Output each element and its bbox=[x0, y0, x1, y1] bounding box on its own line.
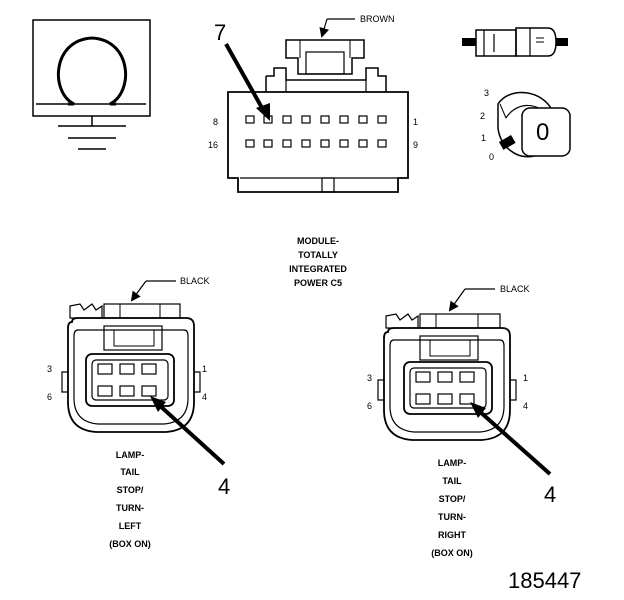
ignition-position-label: 0 bbox=[489, 152, 494, 162]
svg-text:LEFT: LEFT bbox=[119, 521, 142, 531]
right-connector-pin-label: 4 bbox=[523, 401, 528, 411]
svg-text:POWER C5: POWER C5 bbox=[294, 278, 342, 288]
ignition-position-label: 3 bbox=[484, 88, 489, 98]
terminal-plug-icon bbox=[462, 27, 568, 57]
left-connector-pin-label: 4 bbox=[202, 392, 207, 402]
ground-symbol-icon bbox=[32, 19, 151, 150]
right-connector-wire-color: BLACK bbox=[500, 284, 530, 294]
module-pin-label-bottom-right: 9 bbox=[413, 140, 418, 150]
left-connector-pin-label: 6 bbox=[47, 392, 52, 402]
svg-text:TOTALLY: TOTALLY bbox=[298, 250, 338, 260]
svg-text:(BOX ON): (BOX ON) bbox=[109, 539, 151, 549]
module-pin-label-bottom-left: 16 bbox=[208, 140, 218, 150]
svg-text:MODULE-: MODULE- bbox=[297, 236, 339, 246]
left-callout-arrow bbox=[156, 402, 226, 466]
right-lamp-connector bbox=[377, 288, 517, 441]
module-caption: MODULE- TOTALLY INTEGRATED POWER C5 bbox=[289, 236, 347, 288]
ignition-key-label: 0 bbox=[536, 119, 549, 146]
left-connector-wire-color: BLACK bbox=[180, 276, 210, 286]
svg-text:TURN-: TURN- bbox=[438, 512, 466, 522]
svg-text:STOP/: STOP/ bbox=[439, 494, 466, 504]
ignition-position-label: 2 bbox=[480, 111, 485, 121]
module-callout-arrowhead bbox=[256, 103, 270, 121]
right-connector-pin-label: 3 bbox=[367, 373, 372, 383]
svg-text:TURN-: TURN- bbox=[116, 503, 144, 513]
left-callout-number: 4 bbox=[218, 474, 230, 499]
figure-number: 185447 bbox=[508, 568, 581, 593]
module-callout-number: 7 bbox=[214, 20, 226, 45]
ignition-position-label: 1 bbox=[481, 133, 486, 143]
right-callout-arrow bbox=[476, 408, 552, 476]
left-connector-pin-label: 1 bbox=[202, 364, 207, 374]
module-callout-arrow bbox=[224, 43, 268, 116]
svg-text:TAIL: TAIL bbox=[442, 476, 462, 486]
svg-text:INTEGRATED: INTEGRATED bbox=[289, 264, 347, 274]
right-connector-pin-label: 6 bbox=[367, 401, 372, 411]
right-callout-arrowhead bbox=[470, 402, 486, 418]
svg-text:(BOX ON): (BOX ON) bbox=[431, 548, 473, 558]
right-callout-number: 4 bbox=[544, 482, 556, 507]
module-wire-color: BROWN bbox=[360, 14, 395, 24]
left-connector-caption: LAMP- TAIL STOP/ TURN- LEFT (BOX ON) bbox=[109, 450, 151, 549]
module-pin-label-top-right: 1 bbox=[413, 117, 418, 127]
ignition-switch-icon bbox=[497, 91, 571, 158]
left-lamp-connector bbox=[61, 280, 201, 433]
right-connector-caption: LAMP- TAIL STOP/ TURN- RIGHT (BOX ON) bbox=[431, 458, 473, 558]
svg-text:TAIL: TAIL bbox=[120, 467, 140, 477]
module-pin-cavities bbox=[245, 115, 387, 148]
svg-text:RIGHT: RIGHT bbox=[438, 530, 467, 540]
svg-text:STOP/: STOP/ bbox=[117, 485, 144, 495]
svg-text:LAMP-: LAMP- bbox=[438, 458, 467, 468]
svg-text:LAMP-: LAMP- bbox=[116, 450, 145, 460]
right-connector-pin-label: 1 bbox=[523, 373, 528, 383]
left-callout-arrowhead bbox=[150, 396, 166, 412]
module-pin-label-top-left: 8 bbox=[213, 117, 218, 127]
module-connector bbox=[227, 18, 409, 193]
left-connector-pin-label: 3 bbox=[47, 364, 52, 374]
